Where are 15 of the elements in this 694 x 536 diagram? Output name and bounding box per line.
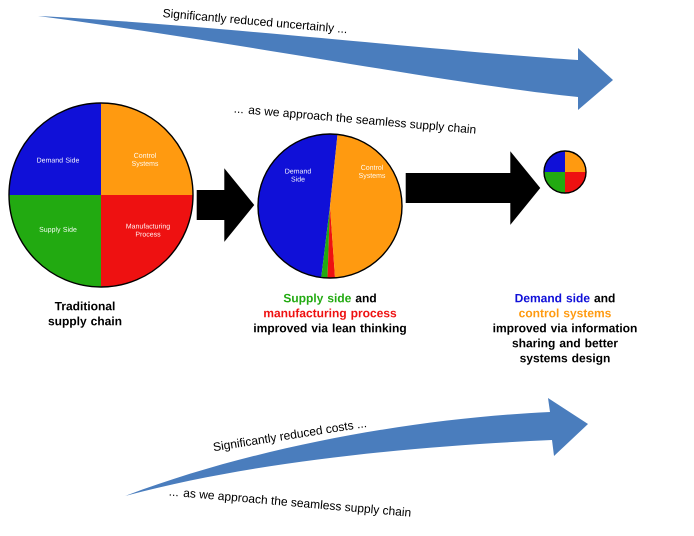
pie-chart [543,150,587,194]
arrow-label: Significantly reduced uncertainly ... [163,9,346,34]
node-label: Supply side [284,294,351,305]
arrow-label: Significantly reduced costs ... [214,422,366,452]
node-label: control systems [519,308,611,320]
arrow-label: ... as we approach the seamless supply chain [170,490,410,517]
node-label: and [594,294,615,302]
node-label: Demand side and control systems improved via information sharing and better systems design [494,294,637,365]
node-label: and [356,294,376,302]
node-label: Demand side [515,294,590,302]
node-label: improved via information sharing and better systems design [493,324,637,365]
node-label: Supply side and manufacturing process improved via lean thinking [254,294,406,335]
node-label: Traditional supply chain [48,302,122,328]
node-label: improved via lean thinking [254,324,406,335]
node-label: manufacturing process [264,308,396,320]
